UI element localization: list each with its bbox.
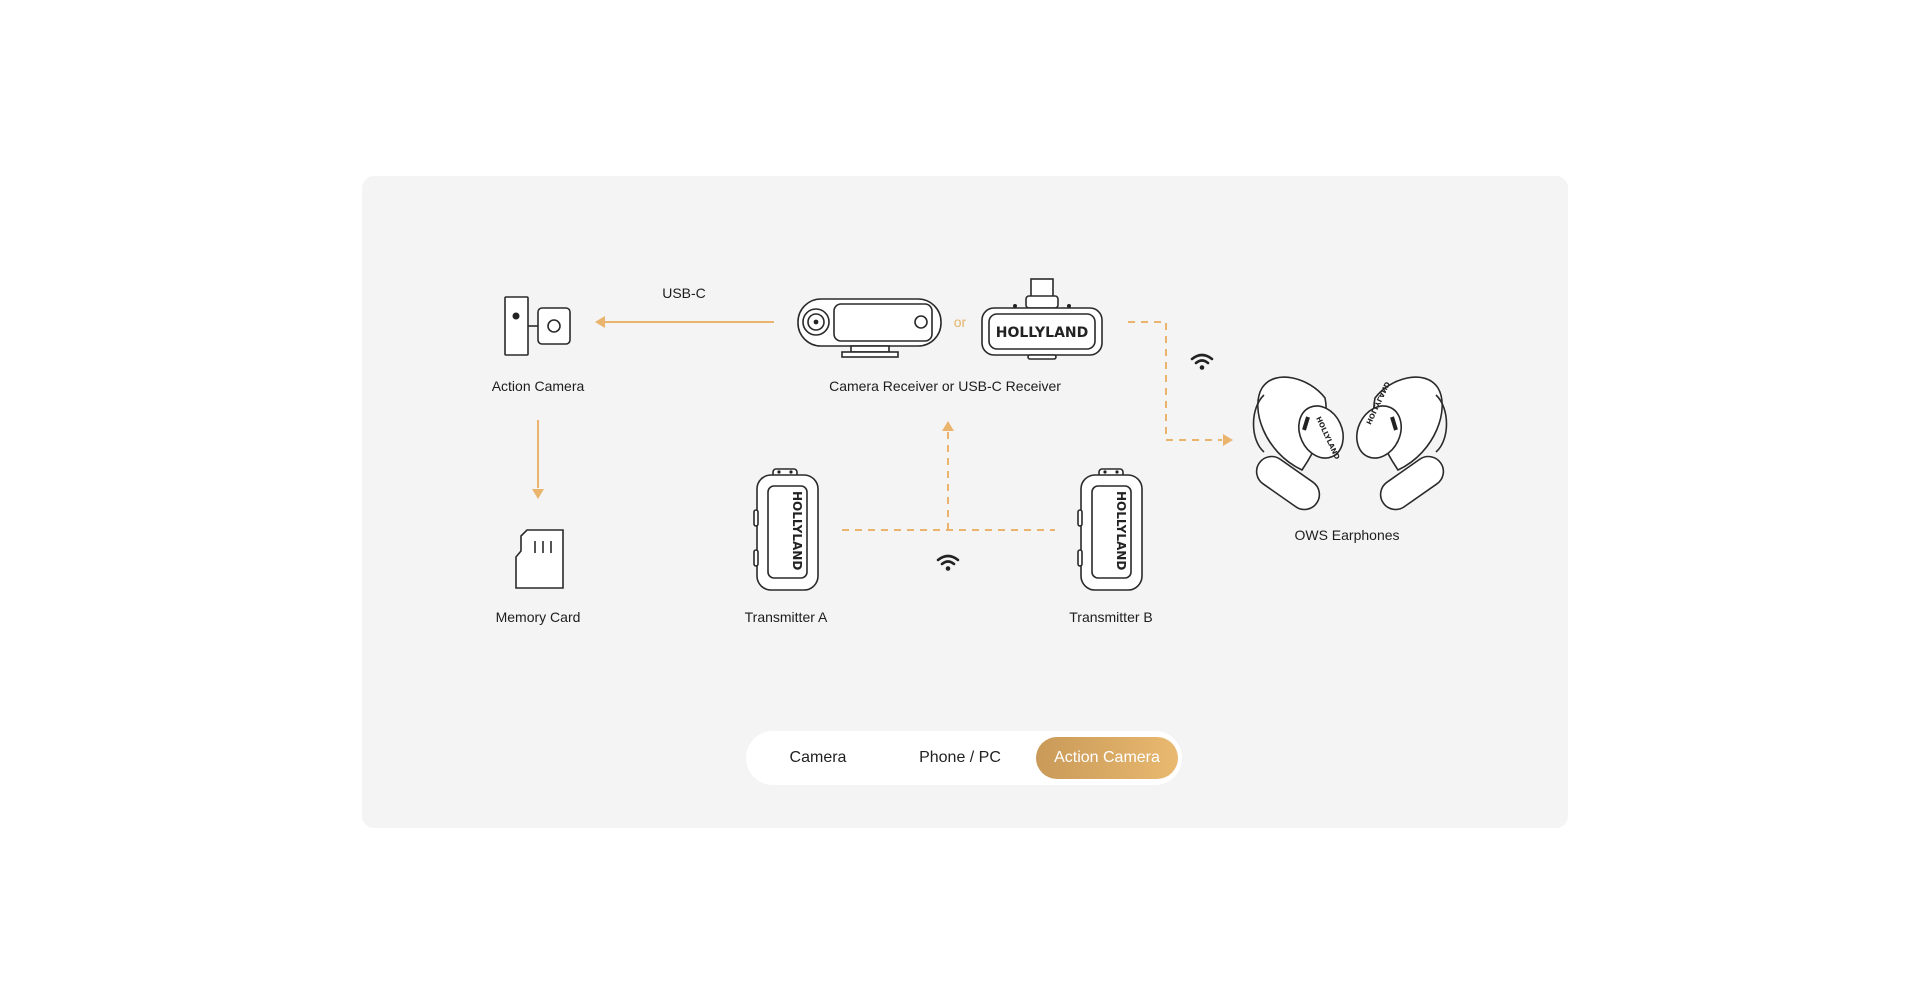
ows-earphones-label: OWS Earphones [1294, 527, 1399, 543]
transmitter-a-icon: HOLLYLAND [753, 468, 819, 591]
action-camera-label: Action Camera [492, 378, 585, 394]
camera-receiver-icon [797, 298, 942, 358]
tab-phone-pc[interactable]: Phone / PC [919, 749, 1001, 766]
tab-camera[interactable]: Camera [789, 749, 847, 766]
memory-card-icon [515, 529, 564, 589]
transmitter-a-label: Transmitter A [745, 609, 828, 625]
camera-to-memory-arrow [532, 420, 544, 499]
svg-text:HOLLYLAND: HOLLYLAND [1114, 491, 1128, 570]
receiver-to-earphones-arrow [1128, 321, 1233, 446]
action-camera-icon [504, 296, 571, 356]
usb-c-label: USB-C [662, 285, 706, 301]
usb-c-arrow [595, 316, 774, 328]
svg-text:HOLLYLAND: HOLLYLAND [790, 491, 804, 570]
camera-receiver-label: Camera Receiver or USB-C Receiver [829, 378, 1061, 394]
transmitters-to-receiver-arrow [842, 421, 1055, 531]
wifi-icon [1190, 353, 1214, 372]
wifi-icon [936, 554, 960, 573]
transmitter-b-icon: HOLLYLAND [1077, 468, 1143, 591]
usb-c-receiver-icon: HOLLYLAND [981, 278, 1103, 360]
svg-text:HOLLYLAND: HOLLYLAND [996, 325, 1089, 341]
or-label: or [954, 314, 967, 330]
mode-tab-bar: Camera Phone / PC Action Camera [746, 731, 1182, 785]
tab-action-camera[interactable]: Action Camera [1036, 737, 1178, 779]
earphones-icon: HOLLYLAND HOLLYLAND [1252, 376, 1448, 511]
memory-card-label: Memory Card [496, 609, 581, 625]
transmitter-b-label: Transmitter B [1069, 609, 1153, 625]
diagram-panel [362, 176, 1568, 828]
